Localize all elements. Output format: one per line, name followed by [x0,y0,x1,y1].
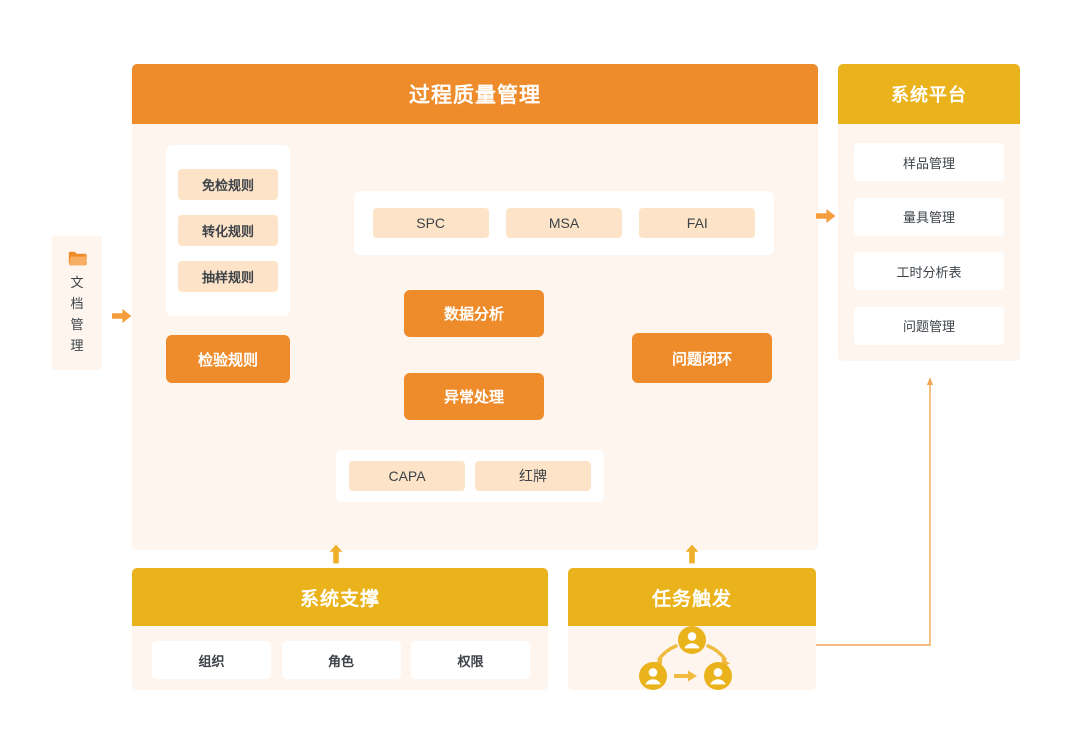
arrow-up-icon-trigger-to-main [685,544,699,569]
doc-rail-char-4: 理 [70,338,84,353]
support-chip-permission[interactable]: 权限 [411,641,530,679]
platform-chip-issue-management[interactable]: 问题管理 [854,306,1004,345]
document-management-rail[interactable]: 文 档 管 理 [52,236,102,370]
capa-chip[interactable]: CAPA [349,461,465,491]
system-platform-title: 系统平台 [838,64,1020,124]
folder-icon [68,251,87,266]
doc-rail-char-1: 文 [70,275,84,290]
arrow-up-icon-support-to-main [329,544,343,569]
support-chip-org[interactable]: 组织 [152,641,271,679]
quality-tools-card: SPC MSA FAI [354,191,774,255]
tool-chip-msa[interactable]: MSA [505,208,622,238]
red-card-chip[interactable]: 红牌 [475,461,591,491]
task-trigger-title: 任务触发 [568,568,816,626]
rule-chip-sampling[interactable]: 抽样规则 [178,261,278,292]
three-users-flow-icon [636,626,748,690]
platform-chip-sample-management[interactable]: 样品管理 [854,143,1004,181]
data-analysis-box[interactable]: 数据分析 [404,290,544,337]
arrow-right-icon-main-to-platform [816,208,836,229]
support-chip-role[interactable]: 角色 [281,641,401,679]
platform-chip-worktime-analysis[interactable]: 工时分析表 [854,252,1004,291]
doc-rail-char-2: 档 [70,296,84,311]
system-support-items: 组织 角色 权限 [152,641,530,679]
rules-card: 免检规则 转化规则 抽样规则 [166,145,290,316]
doc-rail-char-3: 管 [70,317,84,332]
page-title: 过程质量管理 [132,64,818,124]
exception-handling-box[interactable]: 异常处理 [404,373,544,420]
tool-chip-fai[interactable]: FAI [639,208,756,238]
system-platform-items: 样品管理 量具管理 工时分析表 问题管理 [854,143,1004,345]
capa-card: CAPA 红牌 [336,450,604,502]
system-support-title: 系统支撑 [132,568,548,626]
platform-chip-gauge-management[interactable]: 量具管理 [854,197,1004,236]
issue-closeloop-box[interactable]: 问题闭环 [632,333,772,383]
arrow-right-icon-doc-to-main [112,308,132,329]
rule-chip-conversion[interactable]: 转化规则 [178,215,278,246]
inspection-rule-box[interactable]: 检验规则 [166,335,290,383]
tool-chip-spc[interactable]: SPC [372,208,489,238]
rule-chip-exempt[interactable]: 免检规则 [178,169,278,200]
